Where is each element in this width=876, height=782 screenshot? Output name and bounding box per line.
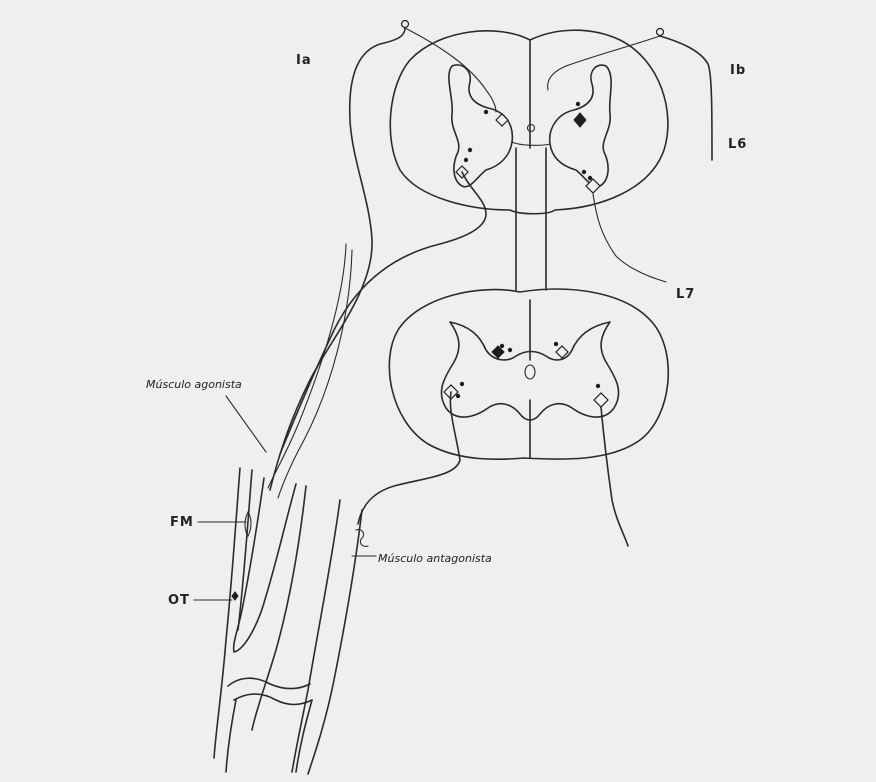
knee-joint-lower [234, 694, 312, 705]
dorsal-root-ganglion-ib [657, 29, 664, 36]
label-ot: OT [168, 593, 190, 608]
interneuron-l6-left [496, 114, 508, 126]
spinal-segment-l6 [390, 30, 668, 290]
label-l7: L7 [676, 287, 695, 302]
l6-commissure [512, 142, 550, 145]
label-fm: FM [170, 515, 194, 530]
knee-joint-upper [228, 678, 310, 688]
l7-outer-outline [389, 289, 668, 459]
ia-afferent-fibre [270, 28, 405, 490]
lower-leg-left [226, 700, 236, 772]
label-ia: Ia [296, 53, 312, 68]
efferent-fibre-l6-right [593, 194, 666, 282]
l6-central-canal [528, 125, 535, 132]
limb-middle-contour [252, 486, 306, 730]
efferent-fibre-l7-right [601, 407, 628, 546]
nerve-trunk-line-1 [268, 244, 346, 488]
label-ib: Ib [730, 63, 746, 78]
limb-muscles [214, 468, 368, 774]
ib-afferent-fibre [660, 36, 712, 160]
leader-agonist [226, 396, 266, 452]
limb-contour-left-inner [238, 470, 252, 630]
ib-central-branch [548, 36, 660, 90]
dorsal-root-ganglion-ia [402, 21, 409, 28]
efferent-fibre-l6-left [280, 172, 486, 454]
l6-outer-outline [390, 30, 668, 214]
l7-central-canal [525, 365, 535, 379]
inhibitory-interneuron-l6-right [574, 113, 586, 127]
label-agonist-muscle: Músculo agonista [146, 378, 242, 391]
nerve-fibres [268, 21, 712, 547]
spinal-segment-l7 [389, 289, 668, 459]
efferent-fibre-l7-left [358, 392, 460, 524]
golgi-tendon-organ [232, 592, 238, 600]
agonist-muscle-body [234, 478, 296, 652]
label-l6: L6 [728, 137, 747, 152]
limb-contour-left [214, 468, 240, 758]
motoneuron-l7-right [594, 393, 608, 407]
label-antagonist-muscle: Músculo antagonista [378, 552, 492, 565]
